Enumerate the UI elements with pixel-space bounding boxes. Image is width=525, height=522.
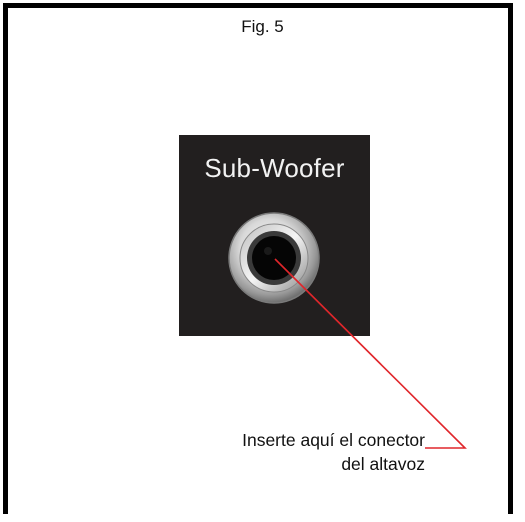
- callout-text: Inserte aquí el conector del altavoz: [242, 428, 425, 476]
- callout-line-1: Inserte aquí el conector: [242, 430, 425, 450]
- panel-title: Sub-Woofer: [204, 153, 345, 183]
- figure-label: Fig. 5: [241, 17, 284, 36]
- subwoofer-panel: Sub-Woofer: [179, 135, 370, 336]
- callout-line-2: del altavoz: [341, 454, 425, 474]
- callout-leader-line: [274, 258, 467, 449]
